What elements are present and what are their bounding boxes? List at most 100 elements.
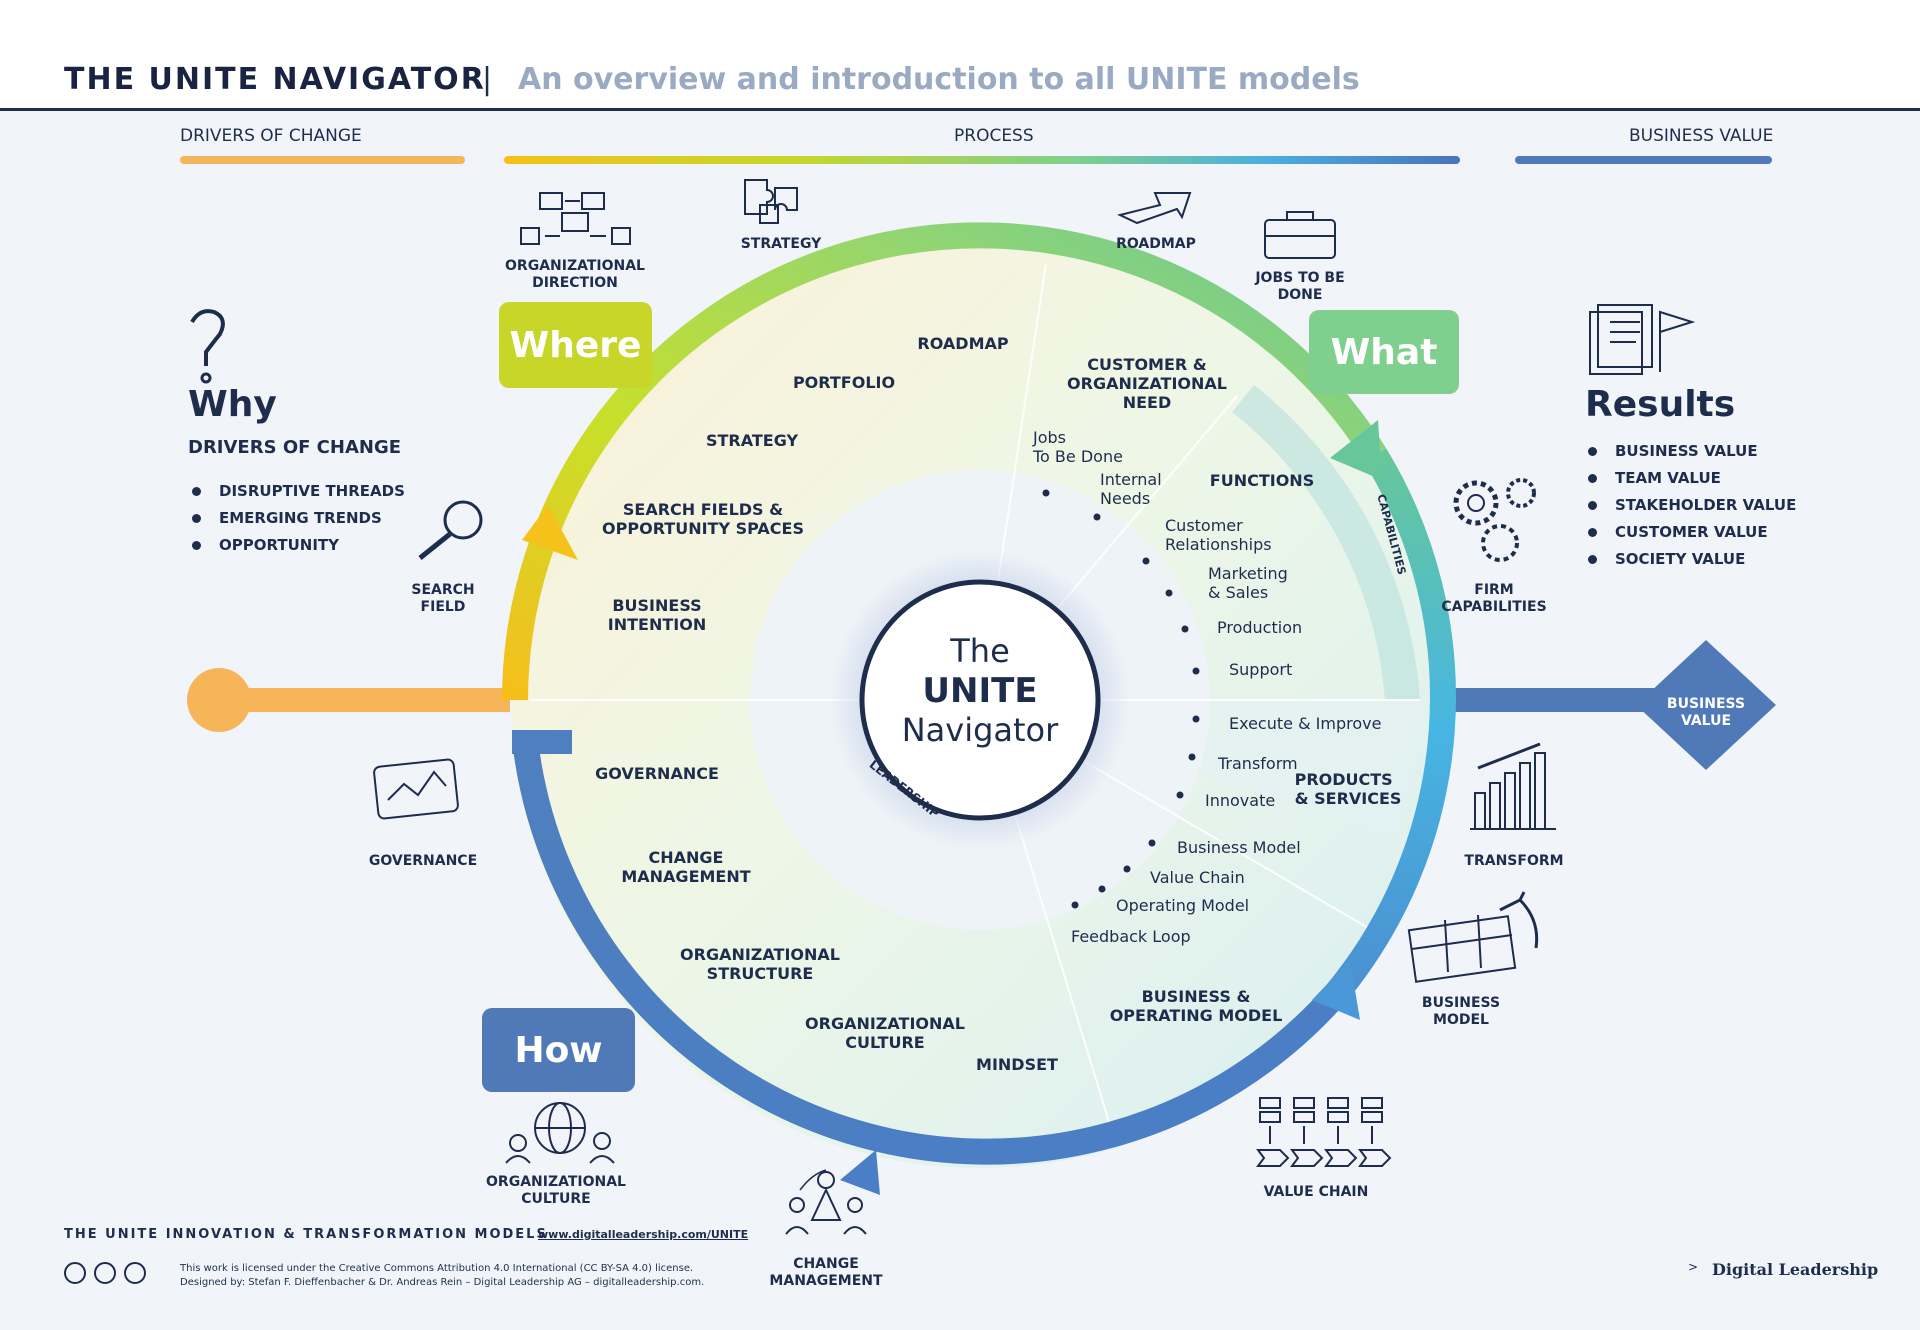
list-item: OPPORTUNITY [192, 532, 405, 559]
arrow-down-left [1312, 960, 1360, 1020]
value-bar [1515, 156, 1772, 164]
item-marketing-sales: Marketing & Sales [1208, 564, 1288, 602]
title-separator: | [482, 62, 493, 97]
business-model-grid-icon [1407, 891, 1539, 983]
item-business-model: Business Model [1177, 838, 1301, 857]
bullet-icon [192, 541, 201, 550]
arrow-up [522, 505, 578, 560]
item-transform: Transform [1218, 754, 1298, 773]
center-line-3: Navigator [901, 711, 1059, 749]
footer-designed: Designed by: Stefan F. Dieffenbacher & D… [180, 1277, 705, 1288]
magnifier-icon [418, 500, 483, 560]
business-value-diamond [1636, 640, 1776, 770]
cc-icon [64, 1262, 86, 1284]
bullet-icon [1588, 528, 1597, 537]
capabilities-band [1232, 385, 1420, 700]
icon-label-governance: GOVERNANCE [368, 853, 478, 869]
drivers-line [220, 688, 510, 712]
bullet-icon [1588, 555, 1597, 564]
label-business-operating-model: BUSINESS & OPERATING MODEL [1109, 987, 1283, 1025]
icon-label-business-model: BUSINESS MODEL [1421, 995, 1501, 1028]
icon-label-firm-capabilities: FIRM CAPABILITIES [1441, 582, 1547, 615]
arrow-down-right [1330, 420, 1382, 480]
header [0, 0, 1920, 111]
label-portfolio: PORTFOLIO [792, 373, 896, 392]
item-support: Support [1229, 660, 1293, 679]
section-process: PROCESS [954, 126, 1034, 146]
page-subtitle: An overview and introduction to all UNIT… [518, 62, 1360, 97]
item-execute-improve: Execute & Improve [1229, 714, 1382, 733]
label-strategy: STRATEGY [705, 431, 799, 450]
item-customer-relationships: Customer Relationships [1165, 516, 1272, 554]
label-mindset: MINDSET [976, 1055, 1058, 1074]
label-customer-need: CUSTOMER & ORGANIZATIONAL NEED [1067, 355, 1227, 412]
tag-what: What [1309, 310, 1459, 394]
icon-sketches [190, 179, 1696, 1235]
bullet-icon [192, 514, 201, 523]
footer-url[interactable]: www.digitalleadership.com/UNITE [538, 1228, 749, 1241]
puzzle-icon [744, 179, 798, 224]
label-org-culture: ORGANIZATIONAL CULTURE [805, 1014, 965, 1052]
footer-models: THE UNITE INNOVATION & TRANSFORMATION MO… [64, 1227, 548, 1242]
gears-icon [1453, 478, 1536, 562]
item-jobs-to-be-done: Jobs To Be Done [1033, 428, 1123, 466]
label-search-fields: SEARCH FIELDS & OPPORTUNITY SPACES [602, 500, 804, 538]
list-item: DISRUPTIVE THREADS [192, 478, 405, 505]
tag-where: Where [499, 302, 652, 388]
question-icon [190, 309, 225, 366]
icon-label-strategy: STRATEGY [740, 236, 822, 252]
list-item: BUSINESS VALUE [1588, 438, 1796, 465]
icon-label-roadmap: ROADMAP [1116, 236, 1196, 252]
brand-arrow-icon: > [1688, 1260, 1699, 1274]
section-business-value: BUSINESS VALUE [1629, 126, 1774, 146]
item-internal-needs: Internal Needs [1100, 470, 1162, 508]
tablet-chart-icon [373, 758, 459, 820]
center-circle [859, 579, 1101, 821]
label-functions: FUNCTIONS [1209, 471, 1315, 490]
item-operating-model: Operating Model [1116, 896, 1250, 915]
why-list: DISRUPTIVE THREADS EMERGING TRENDS OPPOR… [192, 478, 405, 559]
why-title: Why [188, 384, 277, 425]
globe-people-icon [505, 1102, 615, 1164]
label-products-services: PRODUCTS & SERVICES [1294, 770, 1402, 808]
page-title: THE UNITE NAVIGATOR [64, 62, 486, 97]
section-drivers: DRIVERS OF CHANGE [180, 126, 362, 146]
footer-license: This work is licensed under the Creative… [180, 1263, 694, 1274]
sa-icon [124, 1262, 146, 1284]
icon-label-jobs: JOBS TO BE DONE [1255, 270, 1345, 303]
item-production: Production [1217, 618, 1303, 637]
cc-icons [64, 1262, 146, 1284]
drivers-origin-circle [187, 668, 251, 732]
bullet-icon [192, 487, 201, 496]
results-title: Results [1585, 384, 1736, 425]
list-item: CUSTOMER VALUE [1588, 519, 1796, 546]
why-subtitle: DRIVERS OF CHANGE [188, 437, 402, 458]
roadmap-arrow-icon [1117, 192, 1192, 225]
bullet-icon [1588, 501, 1597, 510]
list-item: SOCIETY VALUE [1588, 546, 1796, 573]
bullet-icon [1588, 474, 1597, 483]
icon-label-change-management: CHANGE MANAGEMENT [769, 1256, 883, 1289]
icon-label-org-culture: ORGANIZATIONAL CULTURE [486, 1174, 626, 1207]
label-change-management: CHANGE MANAGEMENT [621, 848, 751, 886]
ring-bottom-arc [512, 738, 1345, 1165]
brand-name: Digital Leadership [1712, 1260, 1879, 1279]
label-roadmap: ROADMAP [917, 334, 1009, 353]
icon-label-org-direction: ORGANIZATIONAL DIRECTION [505, 258, 645, 291]
briefcase-icon [1264, 211, 1336, 259]
center-line-1: The [950, 632, 1010, 670]
tag-how: How [482, 1008, 635, 1092]
label-org-structure: ORGANIZATIONAL STRUCTURE [680, 945, 840, 983]
by-icon [94, 1262, 116, 1284]
results-list: BUSINESS VALUE TEAM VALUE STAKEHOLDER VA… [1588, 438, 1796, 573]
list-item: EMERGING TRENDS [192, 505, 405, 532]
item-value-chain: Value Chain [1150, 868, 1245, 887]
center-line-2: UNITE [922, 671, 1038, 711]
icon-label-search-field: SEARCH FIELD [411, 582, 475, 615]
value-chain-icon [1256, 1097, 1392, 1167]
drivers-bar [180, 156, 465, 164]
icon-label-transform: TRANSFORM [1464, 853, 1564, 869]
list-item: TEAM VALUE [1588, 465, 1796, 492]
arrow-left [840, 1150, 880, 1195]
